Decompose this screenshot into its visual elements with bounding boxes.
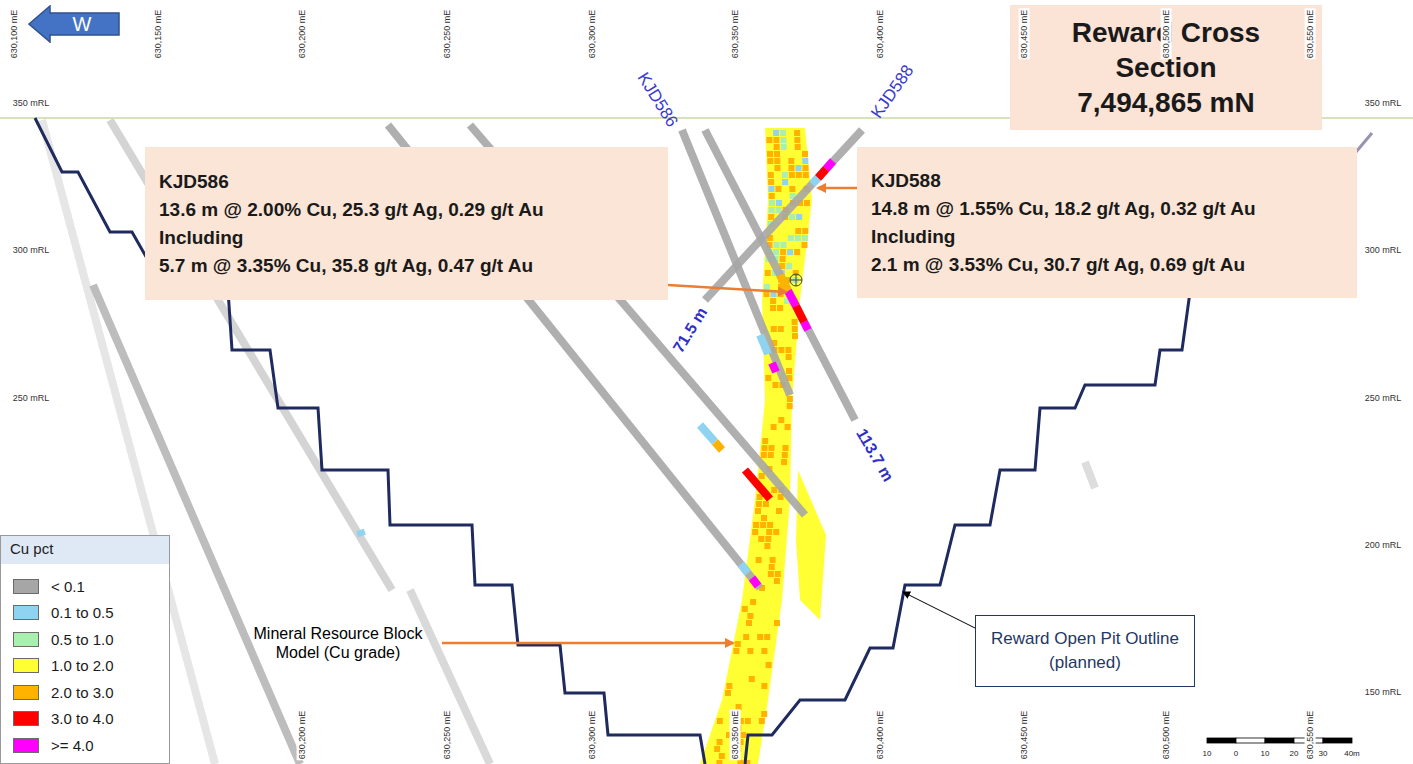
easting-label: 630,200 mE bbox=[297, 9, 308, 60]
legend-swatch bbox=[13, 658, 39, 673]
easting-label: 630,250 mE bbox=[442, 710, 453, 761]
leader-line bbox=[668, 285, 786, 292]
direction-arrow: W bbox=[28, 5, 120, 43]
assay-result: Including bbox=[871, 223, 1343, 251]
legend-row: < 0.1 bbox=[13, 577, 85, 595]
easting-label: 630,300 mE bbox=[587, 710, 598, 761]
intercept-callout: KJD58613.6 m @ 2.00% Cu, 25.3 g/t Ag, 0.… bbox=[145, 147, 668, 300]
easting-label: 630,500 mE bbox=[1161, 710, 1172, 761]
easting-label: 630,450 mE bbox=[1019, 710, 1030, 761]
legend-swatch bbox=[13, 738, 39, 753]
legend-label: 0.1 to 0.5 bbox=[51, 604, 114, 621]
legend-row: 3.0 to 4.0 bbox=[13, 710, 114, 728]
assay-result: 5.7 m @ 3.35% Cu, 35.8 g/t Ag, 0.47 g/t … bbox=[159, 252, 654, 280]
legend-label: < 0.1 bbox=[51, 578, 85, 595]
legend-label: 2.0 to 3.0 bbox=[51, 684, 114, 701]
easting-label: 630,200 mE bbox=[297, 710, 308, 761]
scale-label: 10 bbox=[1203, 749, 1212, 759]
legend-swatch bbox=[13, 632, 39, 647]
callout-label: Mineral Resource Block Model (Cu grade) bbox=[238, 624, 438, 662]
easting-label: 630,350 mE bbox=[730, 710, 741, 761]
legend-row: 2.0 to 3.0 bbox=[13, 683, 114, 701]
assay-result: Including bbox=[159, 224, 654, 252]
hole-label: KJD588 bbox=[867, 61, 918, 122]
pit-callout: Reward Open Pit Outline (planned) bbox=[975, 615, 1195, 687]
leader-line bbox=[903, 592, 975, 628]
elevation-label: 250 mRL bbox=[1365, 393, 1402, 404]
easting-label: 630,400 mE bbox=[875, 9, 886, 60]
intercept-callout: KJD58814.8 m @ 1.55% Cu, 18.2 g/t Ag, 0.… bbox=[857, 147, 1357, 298]
assay-intercepts bbox=[700, 161, 833, 586]
legend-label: 1.0 to 2.0 bbox=[51, 657, 114, 674]
assay-result: 13.6 m @ 2.00% Cu, 25.3 g/t Ag, 0.29 g/t… bbox=[159, 196, 654, 224]
easting-label: 630,550 mE bbox=[1305, 9, 1316, 60]
elevation-label: 300 mRL bbox=[1365, 245, 1402, 256]
legend-label: 3.0 to 4.0 bbox=[51, 710, 114, 727]
legend-row: 0.1 to 0.5 bbox=[13, 604, 114, 622]
hole-id: KJD588 bbox=[871, 167, 1343, 195]
easting-label: 630,350 mE bbox=[730, 9, 741, 60]
elevation-label: 250 mRL bbox=[13, 393, 50, 404]
easting-label: 630,450 mE bbox=[1019, 9, 1030, 60]
elevation-label: 300 mRL bbox=[13, 245, 50, 256]
legend-label: 0.5 to 1.0 bbox=[51, 631, 114, 648]
scale-bar bbox=[1207, 738, 1352, 743]
direction-label: W bbox=[73, 13, 92, 36]
legend-row: >= 4.0 bbox=[13, 736, 94, 754]
elevation-label: 200 mRL bbox=[1365, 540, 1402, 551]
scale-label: 0 bbox=[1234, 749, 1238, 759]
easting-label: 630,300 mE bbox=[587, 9, 598, 60]
pit-outline bbox=[745, 292, 1190, 764]
leader-line bbox=[442, 642, 733, 645]
legend-title: Cu pct bbox=[10, 540, 53, 558]
legend-label: >= 4.0 bbox=[51, 737, 94, 754]
legend-box: < 0.1 0.1 to 0.5 0.5 to 1.0 1.0 to 2.0 2.0 t… bbox=[0, 535, 170, 764]
easting-label: 630,150 mE bbox=[153, 9, 164, 60]
legend-swatch bbox=[13, 685, 39, 700]
legend-swatch bbox=[13, 579, 39, 594]
assay-result: 14.8 m @ 1.55% Cu, 18.2 g/t Ag, 0.32 g/t… bbox=[871, 195, 1343, 223]
easting-label: 630,100 mE bbox=[9, 9, 20, 60]
scale-label: 40m bbox=[1344, 749, 1360, 759]
pit-label: Reward Open Pit Outline (planned) bbox=[986, 627, 1184, 675]
legend-row: 0.5 to 1.0 bbox=[13, 630, 114, 648]
elevation-label: 350 mRL bbox=[1365, 98, 1402, 109]
scale-label: 30 bbox=[1319, 749, 1328, 759]
elevation-label: 350 mRL bbox=[13, 98, 50, 109]
hole-depth: 71.5 m bbox=[669, 304, 712, 356]
legend-swatch bbox=[13, 711, 39, 726]
legend-swatch bbox=[13, 605, 39, 620]
hole-id: KJD586 bbox=[159, 168, 654, 196]
assay-result: 2.1 m @ 3.53% Cu, 30.7 g/t Ag, 0.69 g/t … bbox=[871, 251, 1343, 279]
scale-label: 20 bbox=[1290, 749, 1299, 759]
easting-label: 630,250 mE bbox=[442, 9, 453, 60]
legend-row: 1.0 to 2.0 bbox=[13, 657, 114, 675]
leader-line bbox=[818, 187, 857, 190]
hole-marker bbox=[790, 274, 802, 286]
easting-label: 630,400 mE bbox=[875, 710, 886, 761]
easting-label: 630,550 mE bbox=[1305, 710, 1316, 761]
elevation-label: 150 mRL bbox=[1365, 687, 1402, 698]
easting-label: 630,500 mE bbox=[1161, 9, 1172, 60]
hole-depth: 113.7 m bbox=[852, 425, 898, 485]
scale-label: 10 bbox=[1261, 749, 1270, 759]
hole-label: KJD586 bbox=[632, 69, 681, 131]
